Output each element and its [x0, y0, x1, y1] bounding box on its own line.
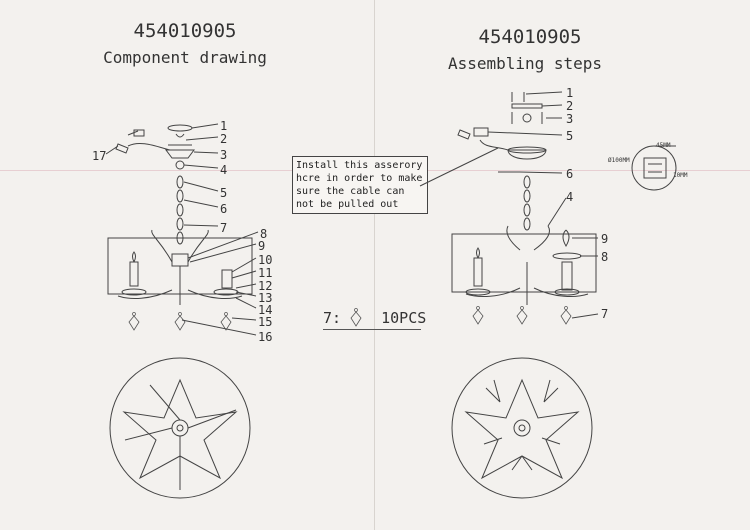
right-callout-9: 9 — [601, 232, 609, 246]
right-callout-7: 7 — [601, 307, 609, 321]
page-fold — [374, 0, 375, 530]
left-callout-7: 7 — [220, 221, 228, 235]
left-callout-8: 8 — [260, 227, 268, 241]
right-callout-6: 6 — [566, 167, 574, 181]
right-callout-4: 4 — [566, 190, 574, 204]
pieces-part-number: 7: — [323, 309, 342, 327]
pieces-label: 7: 10PCS — [323, 309, 427, 330]
left-chandelier-drawing — [105, 123, 259, 336]
left-callout-12: 12 — [258, 279, 273, 293]
right-callout-8: 8 — [601, 250, 609, 264]
left-callout-17: 17 — [92, 149, 107, 163]
left-callout-16: 16 — [258, 330, 273, 344]
left-callout-10: 10 — [258, 253, 273, 267]
right-callout-3: 3 — [566, 112, 574, 126]
detail-dim-100mm: Ø100MM — [608, 157, 630, 164]
right-model-code: 454010905 — [478, 26, 582, 48]
right-chandelier-drawing — [419, 91, 599, 325]
detail-dim-10mm: 10MM — [673, 172, 688, 179]
left-callout-3: 3 — [220, 148, 228, 162]
pieces-count: 10PCS — [381, 309, 427, 327]
pieces-underline — [323, 329, 421, 330]
right-callout-1: 1 — [566, 86, 574, 100]
right-heading: Assembling steps — [447, 54, 603, 73]
detail-clamp-drawing — [631, 145, 677, 191]
left-model-code: 454010905 — [133, 20, 237, 42]
left-callout-6: 6 — [220, 202, 228, 216]
left-callout-13: 13 — [258, 291, 273, 305]
left-callout-2: 2 — [220, 132, 228, 146]
cable-clamp-note: Install this asserory hcre in order to m… — [292, 156, 428, 214]
right-bottom-view — [451, 357, 593, 499]
left-callout-15: 15 — [258, 315, 273, 329]
left-callout-11: 11 — [258, 266, 273, 280]
left-callout-4: 4 — [220, 163, 228, 177]
pieces-crystal-icon — [350, 308, 362, 327]
left-bottom-view — [109, 357, 251, 499]
right-callout-5: 5 — [566, 129, 574, 143]
left-callout-14: 14 — [258, 303, 273, 317]
left-callout-5: 5 — [220, 186, 228, 200]
right-callout-2: 2 — [566, 99, 574, 113]
left-callout-9: 9 — [258, 239, 266, 253]
left-callout-1: 1 — [220, 119, 228, 133]
left-heading: Component drawing — [103, 48, 267, 67]
